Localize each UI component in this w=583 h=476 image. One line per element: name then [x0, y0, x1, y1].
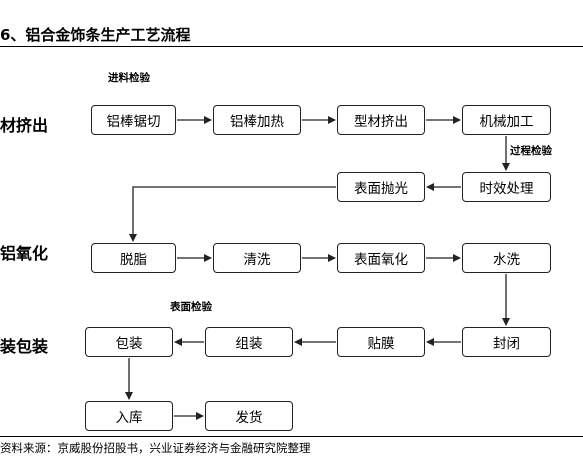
- step-ship: 发货: [205, 401, 293, 431]
- step-film: 贴膜: [337, 327, 425, 357]
- note-incoming-inspection: 进料检验: [108, 72, 150, 84]
- step-clean: 清洗: [213, 243, 301, 273]
- diagram-title: 6、铝合金饰条生产工艺流程: [0, 26, 191, 44]
- step-pack: 包装: [85, 327, 173, 357]
- top-rule: [0, 46, 583, 47]
- note-process-inspection: 过程检验: [510, 145, 552, 157]
- step-aging: 时效处理: [462, 172, 551, 202]
- step-heat: 铝棒加热: [213, 105, 301, 135]
- step-wash: 水洗: [462, 243, 551, 273]
- step-polish: 表面抛光: [337, 172, 425, 202]
- stage-label-packaging: 装包装: [0, 337, 49, 356]
- bottom-rule: [0, 436, 583, 437]
- step-store: 入库: [85, 401, 173, 431]
- arrow-polish-to-degrease: [129, 186, 336, 242]
- step-seal: 封闭: [462, 327, 551, 357]
- step-oxidize: 表面氧化: [337, 243, 425, 273]
- stage-label-extrusion: 材挤出: [0, 116, 49, 135]
- step-degrease: 脱脂: [91, 243, 176, 273]
- step-saw: 铝棒锯切: [91, 105, 176, 135]
- source-note: 资料来源：京威股份招股书，兴业证券经济与金融研究院整理: [0, 441, 311, 455]
- step-extrude: 型材挤出: [337, 105, 425, 135]
- note-surface-inspection: 表面检验: [170, 301, 212, 313]
- step-assemble: 组装: [205, 327, 293, 357]
- step-machining: 机械加工: [462, 105, 551, 135]
- stage-label-oxidation: 铝氧化: [0, 244, 49, 263]
